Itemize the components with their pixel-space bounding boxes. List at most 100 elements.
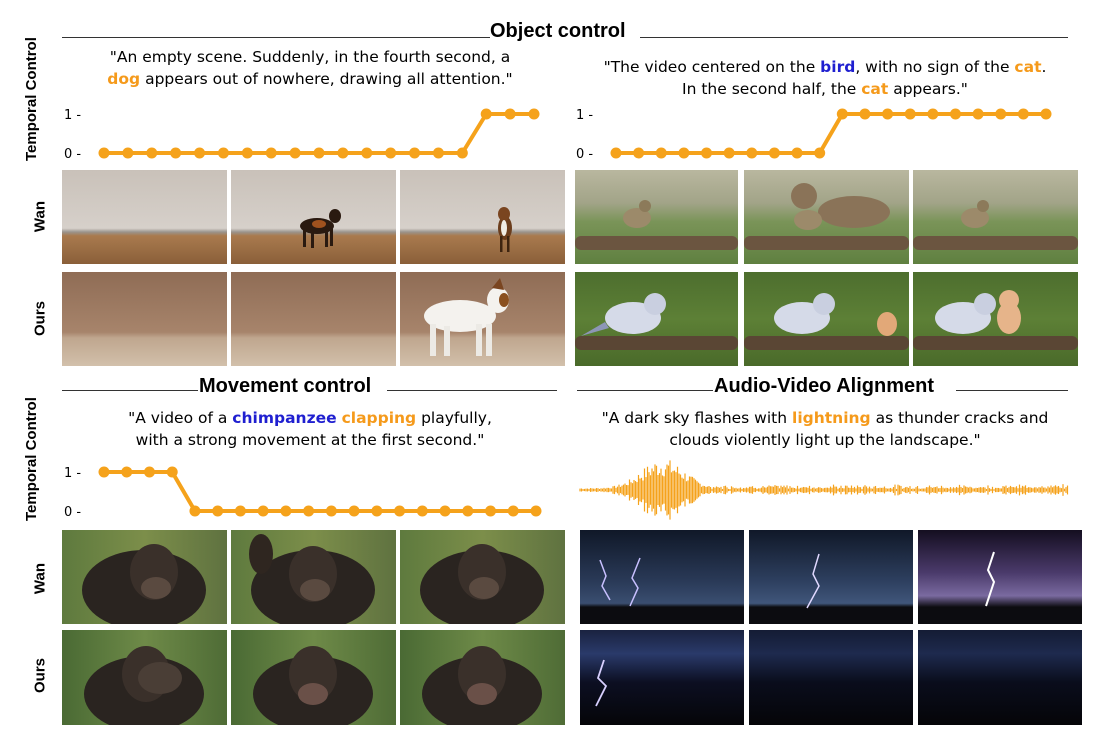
frame-wan-lightning-2 — [749, 530, 913, 624]
row-label-ours-bottom: Ours — [31, 658, 49, 694]
temporal-point — [530, 505, 542, 517]
temporal-point — [882, 108, 894, 120]
chimp-face-3 — [420, 544, 544, 624]
temporal-point — [194, 147, 206, 159]
blue-bird-cat — [913, 290, 1078, 350]
temporal-point — [456, 147, 468, 159]
temporal-point — [972, 108, 984, 120]
temporal-point — [814, 147, 826, 159]
frame-ours-dog-3 — [400, 272, 565, 366]
temporal-point — [170, 147, 182, 159]
section-title-object-control: Object control — [490, 20, 626, 42]
temporal-point — [234, 505, 246, 517]
row-label-ours-top: Ours — [31, 301, 49, 337]
y-tick-label-1: 1 - — [64, 466, 81, 481]
y-tick-label-0: 0 - — [64, 147, 81, 162]
temporal-point — [289, 147, 301, 159]
temporal-chart-dog: 1 - 0 - — [64, 108, 540, 162]
frame-wan-dog-2 — [231, 170, 396, 264]
frame-wan-birdcat-1 — [575, 170, 738, 264]
frame-wan-dog-3 — [400, 170, 565, 264]
temporal-series-line — [104, 112, 534, 155]
frame-wan-chimp-1 — [62, 530, 227, 624]
temporal-point — [768, 147, 780, 159]
frame-ours-chimp-1 — [62, 630, 227, 725]
rule-right-object — [640, 37, 1068, 38]
temporal-point — [394, 505, 406, 517]
temporal-point — [348, 505, 360, 517]
temporal-point — [371, 505, 383, 517]
keyword-cat: cat — [1014, 58, 1042, 76]
temporal-point — [361, 147, 373, 159]
dog-white-figure — [424, 278, 509, 356]
frame-ours-lightning-1 — [580, 630, 744, 725]
temporal-point — [98, 466, 110, 478]
prompt-chimpanzee: "A video of a chimpanzee clapping playfu… — [128, 409, 492, 449]
frame-ours-lightning-2 — [749, 630, 913, 725]
temporal-point — [143, 466, 155, 478]
bird-on-branch — [575, 200, 738, 250]
prompt-bird-cat: "The video centered on the bird, with no… — [603, 58, 1047, 98]
temporal-point — [927, 108, 939, 120]
frame-ours-birdcat-3 — [913, 272, 1078, 366]
frame-ours-dog-1 — [62, 272, 227, 366]
rule-right-audio — [956, 390, 1068, 391]
y-tick-label-1: 1 - — [64, 108, 81, 123]
frame-wan-lightning-3 — [918, 530, 1082, 624]
temporal-point — [217, 147, 229, 159]
rule-right-movement — [387, 390, 557, 391]
temporal-point — [655, 147, 667, 159]
y-tick-label-1: 1 - — [576, 108, 593, 123]
row-label-wan-bottom: Wan — [31, 562, 49, 595]
temporal-point — [746, 147, 758, 159]
prompt-dog: "An empty scene. Suddenly, in the fourth… — [107, 48, 513, 88]
temporal-point — [121, 466, 133, 478]
temporal-point — [313, 147, 325, 159]
keyword-cat-2: cat — [861, 80, 889, 98]
row-label-temporal-control-bottom: Temporal Control — [23, 397, 40, 521]
row-label-wan-top: Wan — [31, 200, 49, 233]
section-title-movement-control: Movement control — [199, 375, 372, 397]
chimp-face-ours-2 — [253, 646, 373, 725]
blue-bird-1 — [575, 293, 738, 350]
temporal-point — [949, 108, 961, 120]
frame-ours-dog-2 — [231, 272, 396, 366]
temporal-point — [836, 108, 848, 120]
temporal-point — [385, 147, 397, 159]
temporal-point — [504, 108, 516, 120]
cat-and-bird — [744, 183, 909, 250]
keyword-chimpanzee: chimpanzee — [232, 409, 337, 427]
lightning-bolts-3 — [985, 551, 996, 607]
temporal-series-line — [104, 470, 536, 513]
temporal-point — [241, 147, 253, 159]
rule-left-movement — [62, 390, 198, 391]
temporal-point — [480, 108, 492, 120]
temporal-point — [439, 505, 451, 517]
frame-wan-dog-1 — [62, 170, 227, 264]
temporal-point — [146, 147, 158, 159]
temporal-point — [409, 147, 421, 159]
chimp-face-1 — [82, 544, 206, 624]
temporal-point — [122, 147, 134, 159]
temporal-point — [325, 505, 337, 517]
lightning-bolts-2 — [806, 553, 820, 609]
bird-on-branch-3 — [913, 200, 1078, 250]
temporal-point — [337, 147, 349, 159]
temporal-point — [791, 147, 803, 159]
chimp-clapping — [84, 646, 204, 725]
temporal-point — [98, 147, 110, 159]
frame-wan-lightning-1 — [580, 530, 744, 624]
frame-ours-lightning-3 — [918, 630, 1082, 725]
temporal-point — [995, 108, 1007, 120]
frame-ours-birdcat-1 — [575, 272, 738, 366]
row-label-temporal-control-top: Temporal Control — [23, 37, 40, 161]
dog-dark-figure — [300, 209, 341, 248]
rule-left-object — [62, 37, 490, 38]
audio-waveform — [579, 460, 1069, 520]
temporal-point — [507, 505, 519, 517]
y-tick-label-0: 0 - — [576, 147, 593, 162]
temporal-chart-chimpanzee: 1 -0 - — [64, 466, 542, 520]
frame-wan-birdcat-2 — [744, 170, 909, 264]
frame-wan-chimp-2 — [231, 530, 396, 624]
chimp-face-2 — [249, 534, 375, 624]
